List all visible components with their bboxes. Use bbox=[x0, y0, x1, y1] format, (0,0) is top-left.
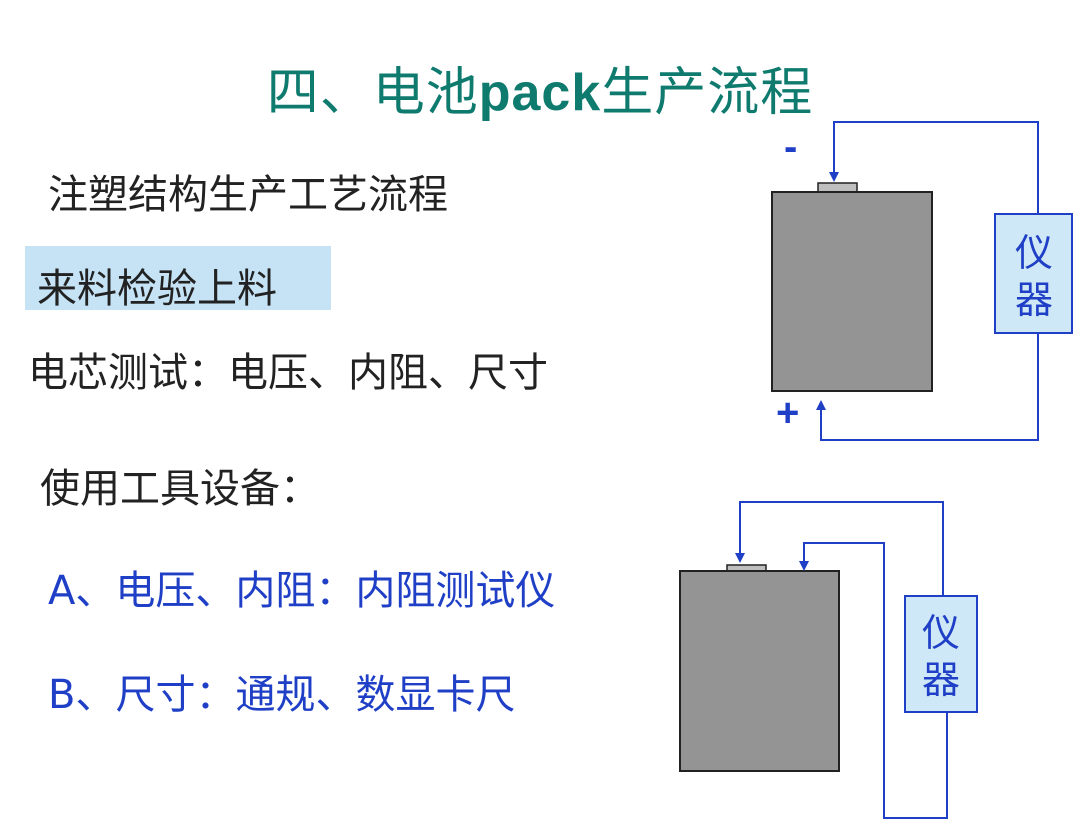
diagram-2-arrow-left bbox=[735, 553, 745, 563]
title-latin: pack bbox=[478, 64, 602, 122]
diagram-1-arrow-down bbox=[829, 172, 839, 182]
title-suffix: 生产流程 bbox=[601, 63, 814, 123]
diagram-2-arrow-right bbox=[799, 561, 809, 571]
instrument-1-line2: 器 bbox=[1015, 278, 1053, 322]
title-prefix: 四、电池 bbox=[266, 63, 479, 123]
instrument-1-line1: 仪 bbox=[1015, 231, 1053, 275]
battery-1-cell bbox=[771, 191, 933, 392]
tools-heading: 使用工具设备： bbox=[40, 466, 320, 512]
plus-sign: + bbox=[776, 391, 799, 435]
highlight-label: 来料检验上料 bbox=[37, 266, 277, 312]
instrument-2-line2: 器 bbox=[922, 658, 960, 702]
diagram-1-wire-top bbox=[833, 121, 1039, 214]
diagram-2-wire-inner bbox=[803, 542, 948, 819]
instrument-2-line1: 仪 bbox=[922, 611, 960, 655]
diagram-1-wire-bottom bbox=[820, 333, 1039, 441]
page-title: 四、电池pack生产流程 bbox=[0, 50, 1080, 125]
item-b: B、尺寸：通规、数显卡尺 bbox=[48, 672, 516, 718]
diagram-2: 仪 器 bbox=[679, 501, 978, 819]
diagram-1: 仪 器 - + bbox=[771, 121, 1073, 441]
subtitle: 注塑结构生产工艺流程 bbox=[48, 172, 448, 218]
item-a: A、电压、内阻：内阻测试仪 bbox=[48, 568, 556, 614]
battery-2-cell bbox=[679, 570, 840, 772]
battery-1-terminal bbox=[817, 182, 858, 193]
cell-test-line: 电芯测试：电压、内阻、尺寸 bbox=[28, 350, 548, 396]
highlight-step: 来料检验上料 bbox=[25, 246, 331, 312]
minus-sign: - bbox=[784, 125, 797, 169]
instrument-box-1 bbox=[994, 213, 1073, 334]
diagram-2-wire-outer bbox=[739, 501, 944, 596]
diagram-1-arrow-up bbox=[816, 400, 826, 410]
instrument-box-2 bbox=[904, 595, 978, 713]
